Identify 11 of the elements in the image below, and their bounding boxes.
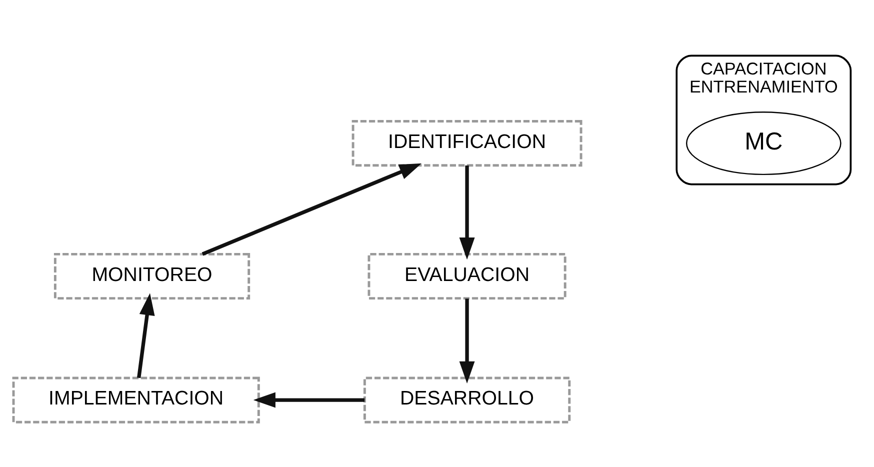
node-box: IMPLEMENTACION	[12, 376, 260, 423]
node-box: DESARROLLO	[363, 376, 571, 423]
arrow	[253, 392, 365, 408]
arrow	[459, 298, 475, 383]
arrow	[202, 162, 422, 256]
node-box: IDENTIFICACION	[352, 120, 582, 166]
arrow	[459, 164, 475, 260]
node-box: MONITOREO	[54, 252, 250, 300]
arrow	[137, 292, 155, 378]
node-box: EVALUACION	[368, 252, 566, 300]
node-ellipse: MC	[686, 111, 842, 175]
